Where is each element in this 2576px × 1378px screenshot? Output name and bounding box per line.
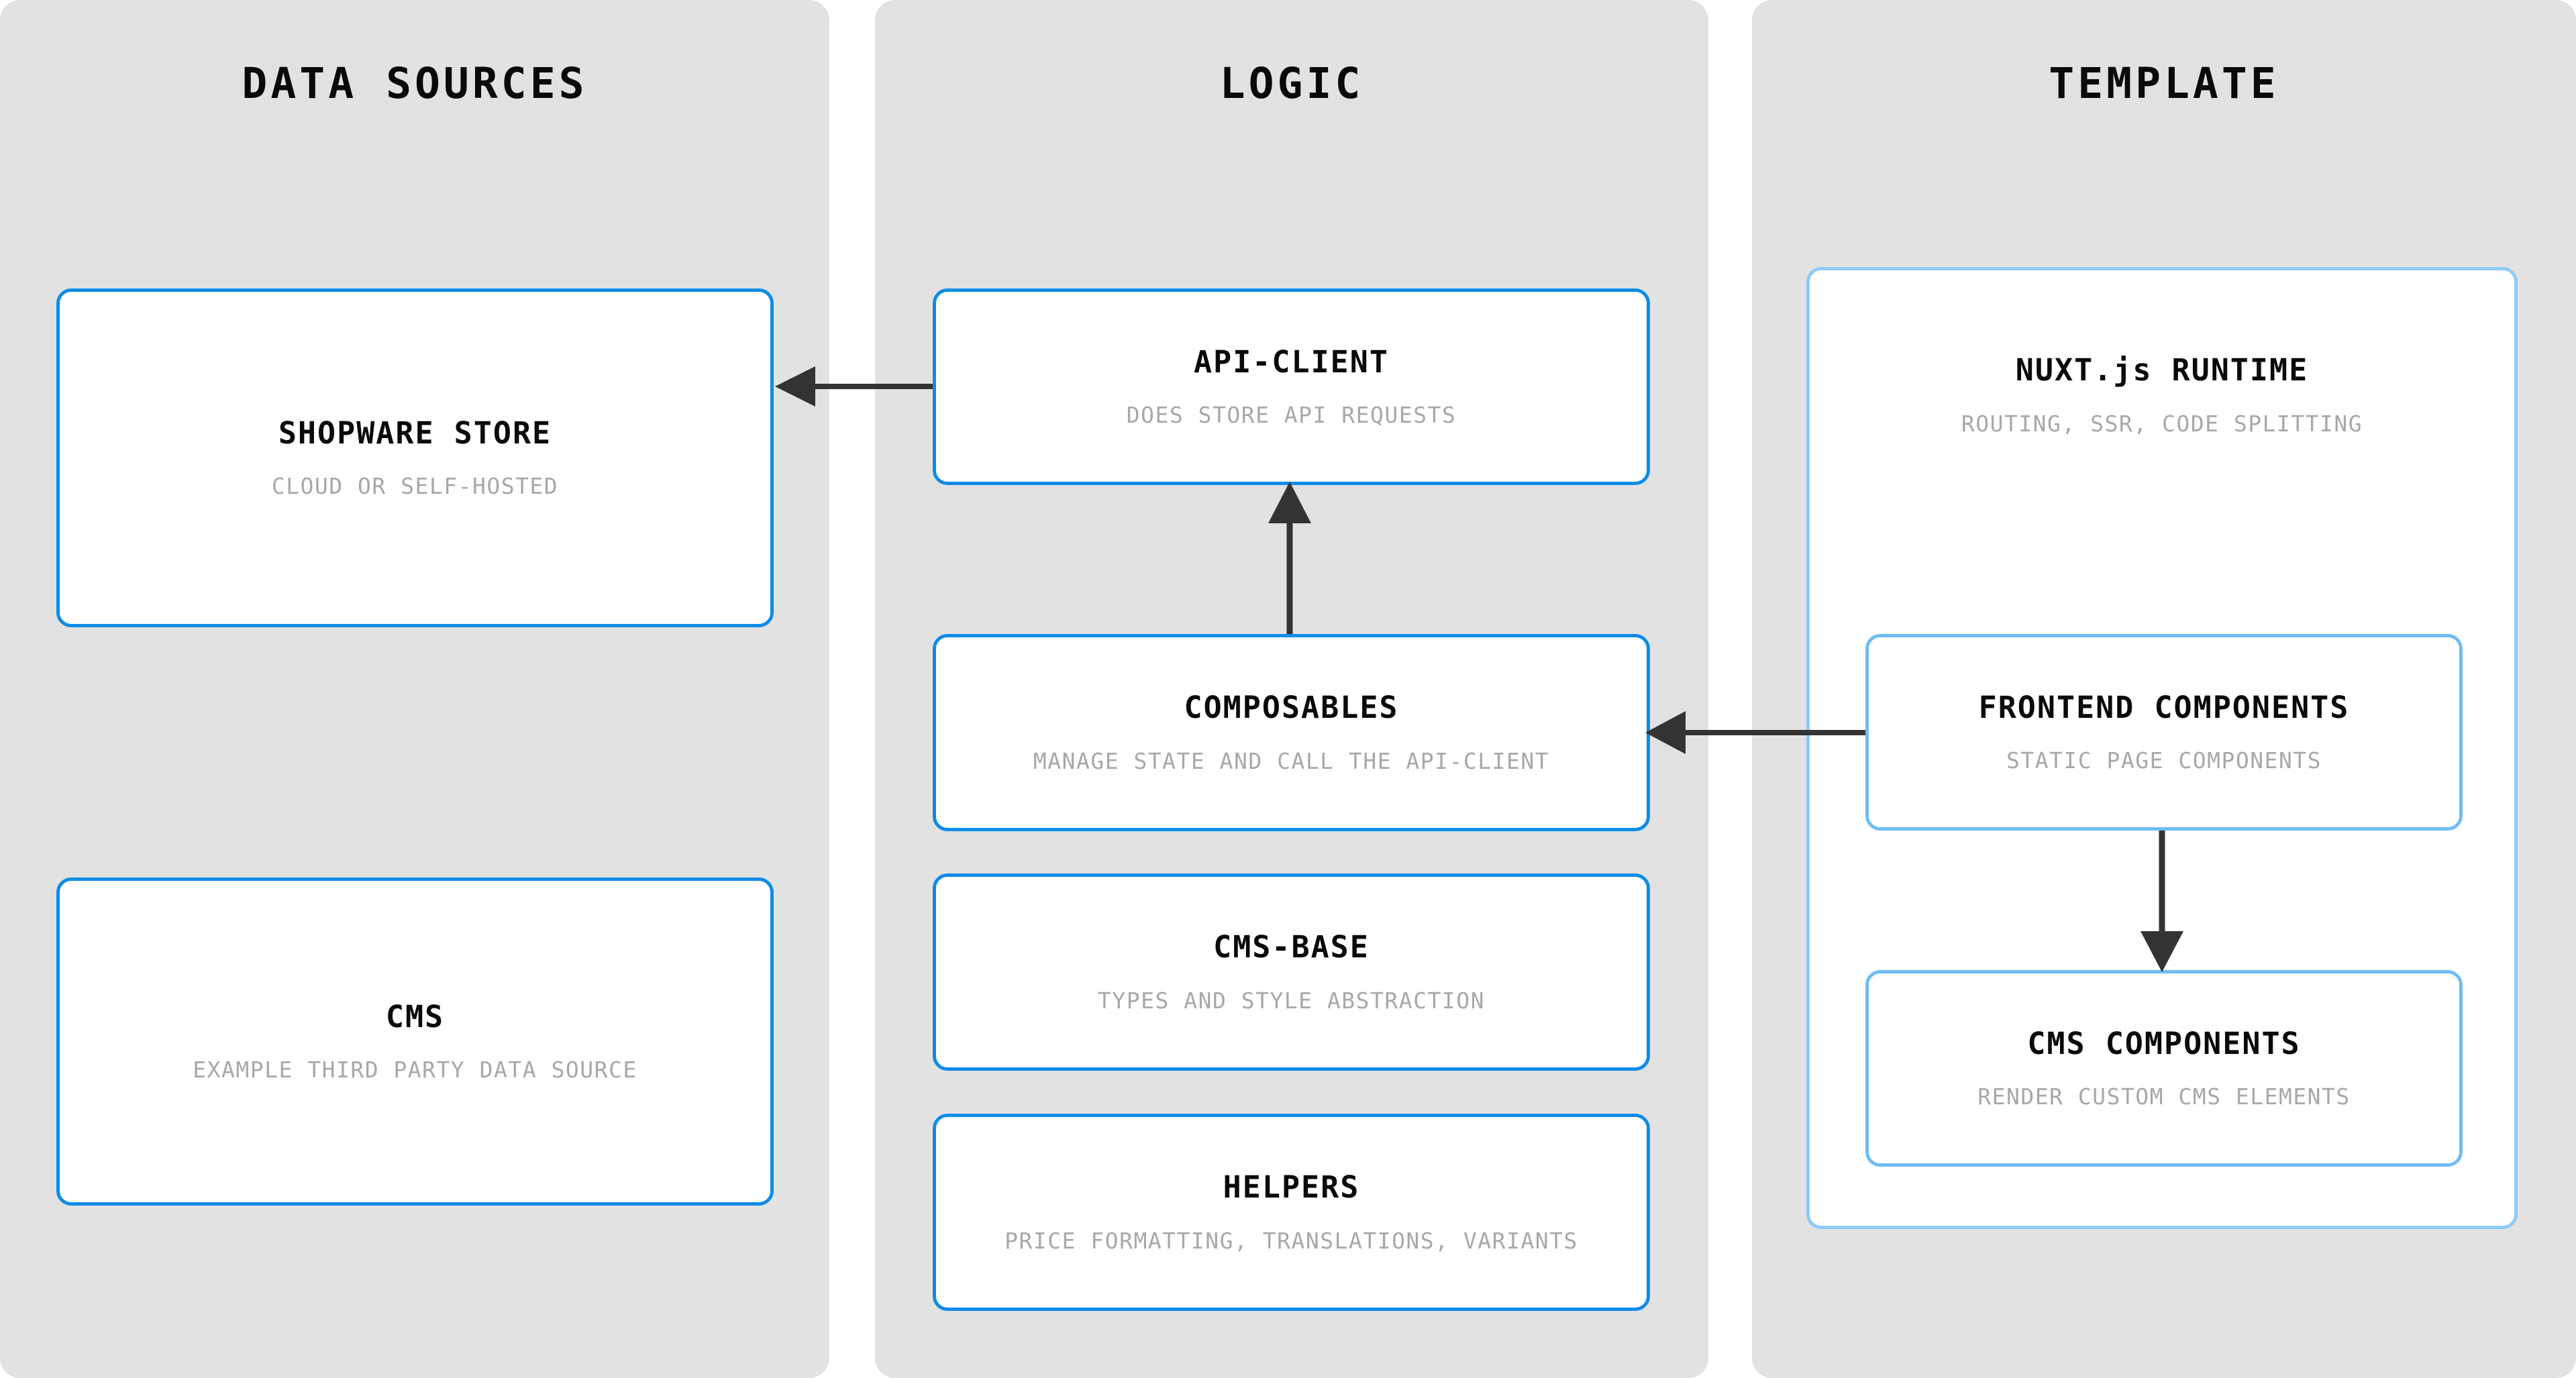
node-cms-base[interactable]: CMS-BASE TYPES AND STYLE ABSTRACTION xyxy=(933,873,1650,1071)
node-frontend-components-subtitle: STATIC PAGE COMPONENTS xyxy=(2006,747,2322,774)
node-cms-components-title: CMS COMPONENTS xyxy=(2027,1025,2301,1061)
node-shopware-store-title: SHOPWARE STORE xyxy=(278,415,552,451)
node-cms[interactable]: CMS EXAMPLE THIRD PARTY DATA SOURCE xyxy=(56,878,774,1206)
node-cms-components[interactable]: CMS COMPONENTS RENDER CUSTOM CMS ELEMENT… xyxy=(1865,970,2463,1167)
node-nuxt-runtime-subtitle: ROUTING, SSR, CODE SPLITTING xyxy=(1961,410,2363,437)
node-helpers-title: HELPERS xyxy=(1223,1169,1360,1206)
node-frontend-components[interactable]: FRONTEND COMPONENTS STATIC PAGE COMPONEN… xyxy=(1865,634,2463,831)
node-cms-base-title: CMS-BASE xyxy=(1213,929,1370,965)
node-cms-subtitle: EXAMPLE THIRD PARTY DATA SOURCE xyxy=(193,1057,637,1083)
node-api-client-title: API-CLIENT xyxy=(1194,343,1389,380)
node-composables[interactable]: COMPOSABLES MANAGE STATE AND CALL THE AP… xyxy=(933,634,1650,831)
node-api-client[interactable]: API-CLIENT DOES STORE API REQUESTS xyxy=(933,288,1650,485)
node-cms-components-subtitle: RENDER CUSTOM CMS ELEMENTS xyxy=(1977,1083,2351,1110)
node-helpers-subtitle: PRICE FORMATTING, TRANSLATIONS, VARIANTS xyxy=(1004,1227,1578,1254)
node-shopware-store[interactable]: SHOPWARE STORE CLOUD OR SELF-HOSTED xyxy=(56,288,774,627)
node-frontend-components-title: FRONTEND COMPONENTS xyxy=(1978,689,2350,725)
node-api-client-subtitle: DOES STORE API REQUESTS xyxy=(1126,402,1457,429)
node-helpers[interactable]: HELPERS PRICE FORMATTING, TRANSLATIONS, … xyxy=(933,1114,1650,1311)
node-cms-base-subtitle: TYPES AND STYLE ABSTRACTION xyxy=(1098,987,1485,1014)
node-composables-subtitle: MANAGE STATE AND CALL THE API-CLIENT xyxy=(1033,747,1550,774)
node-cms-title: CMS xyxy=(385,998,445,1035)
node-shopware-store-subtitle: CLOUD OR SELF-HOSTED xyxy=(271,473,559,500)
lane-title-template: TEMPLATE xyxy=(2049,59,2279,108)
node-composables-title: COMPOSABLES xyxy=(1184,690,1399,726)
node-nuxt-runtime-title: NUXT.js RUNTIME xyxy=(2015,352,2309,388)
lane-title-data-sources: DATA SOURCES xyxy=(242,59,588,108)
lane-title-logic: LOGIC xyxy=(1219,59,1364,108)
